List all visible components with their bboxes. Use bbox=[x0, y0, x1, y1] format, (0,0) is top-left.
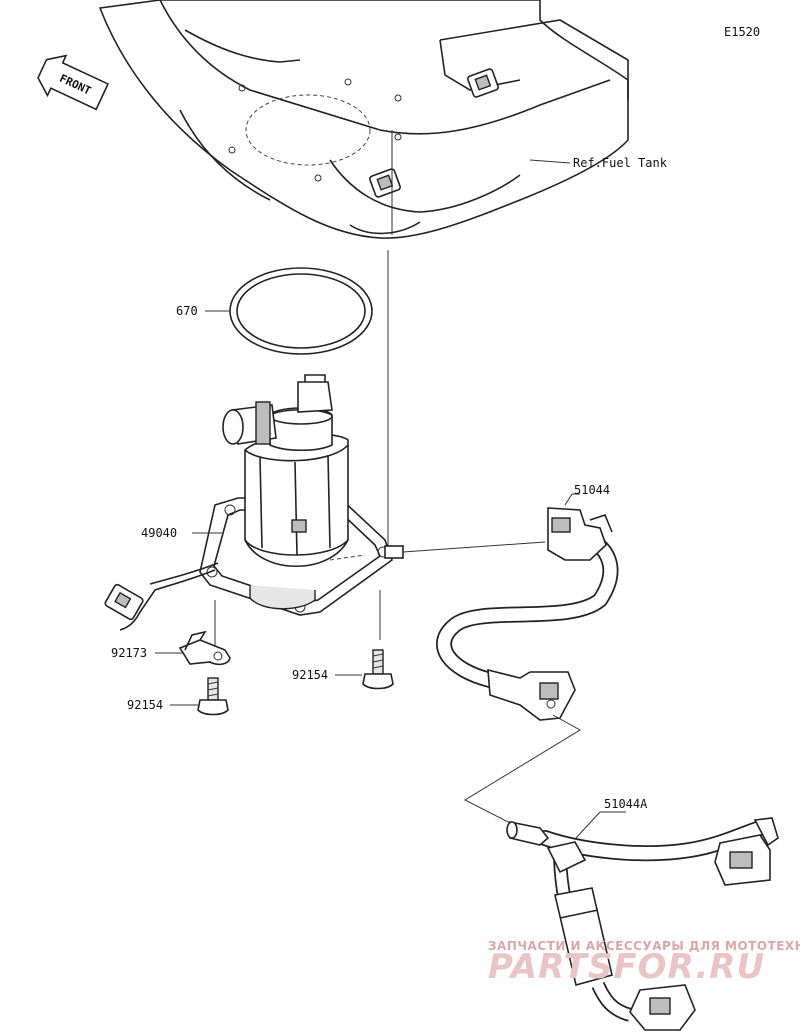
fuel-tank-drawing bbox=[98, 0, 629, 239]
part-label-49040: 49040 bbox=[141, 526, 177, 540]
diagram-code: E1520 bbox=[724, 25, 760, 39]
part-label-51044a: 51044A bbox=[604, 797, 648, 811]
fuel-hose-51044 bbox=[436, 507, 619, 721]
pump-wiring-connector bbox=[104, 562, 219, 631]
watermark-logo: PARTSFOR.RU bbox=[488, 947, 765, 987]
front-arrow-icon: FRONT bbox=[37, 54, 110, 111]
bolt-92154-left bbox=[197, 677, 229, 716]
fuel-pump-49040 bbox=[199, 374, 404, 616]
o-ring-670 bbox=[229, 267, 373, 355]
part-label-670: 670 bbox=[176, 304, 198, 318]
part-label-51044: 51044 bbox=[574, 483, 610, 497]
part-label-92173: 92173 bbox=[111, 646, 147, 660]
fuel-hose-51044a bbox=[506, 817, 779, 1031]
clamp-92173 bbox=[178, 630, 231, 666]
part-label-92154-left: 92154 bbox=[127, 698, 163, 712]
bolt-92154-right bbox=[362, 649, 394, 690]
part-label-92154-right: 92154 bbox=[292, 668, 328, 682]
ref-fuel-tank-label: Ref.Fuel Tank bbox=[573, 156, 668, 170]
watermark-tagline: ЗАПЧАСТИ И АКСЕССУАРЫ ДЛЯ МОТОТЕХНИКИ bbox=[488, 939, 800, 953]
